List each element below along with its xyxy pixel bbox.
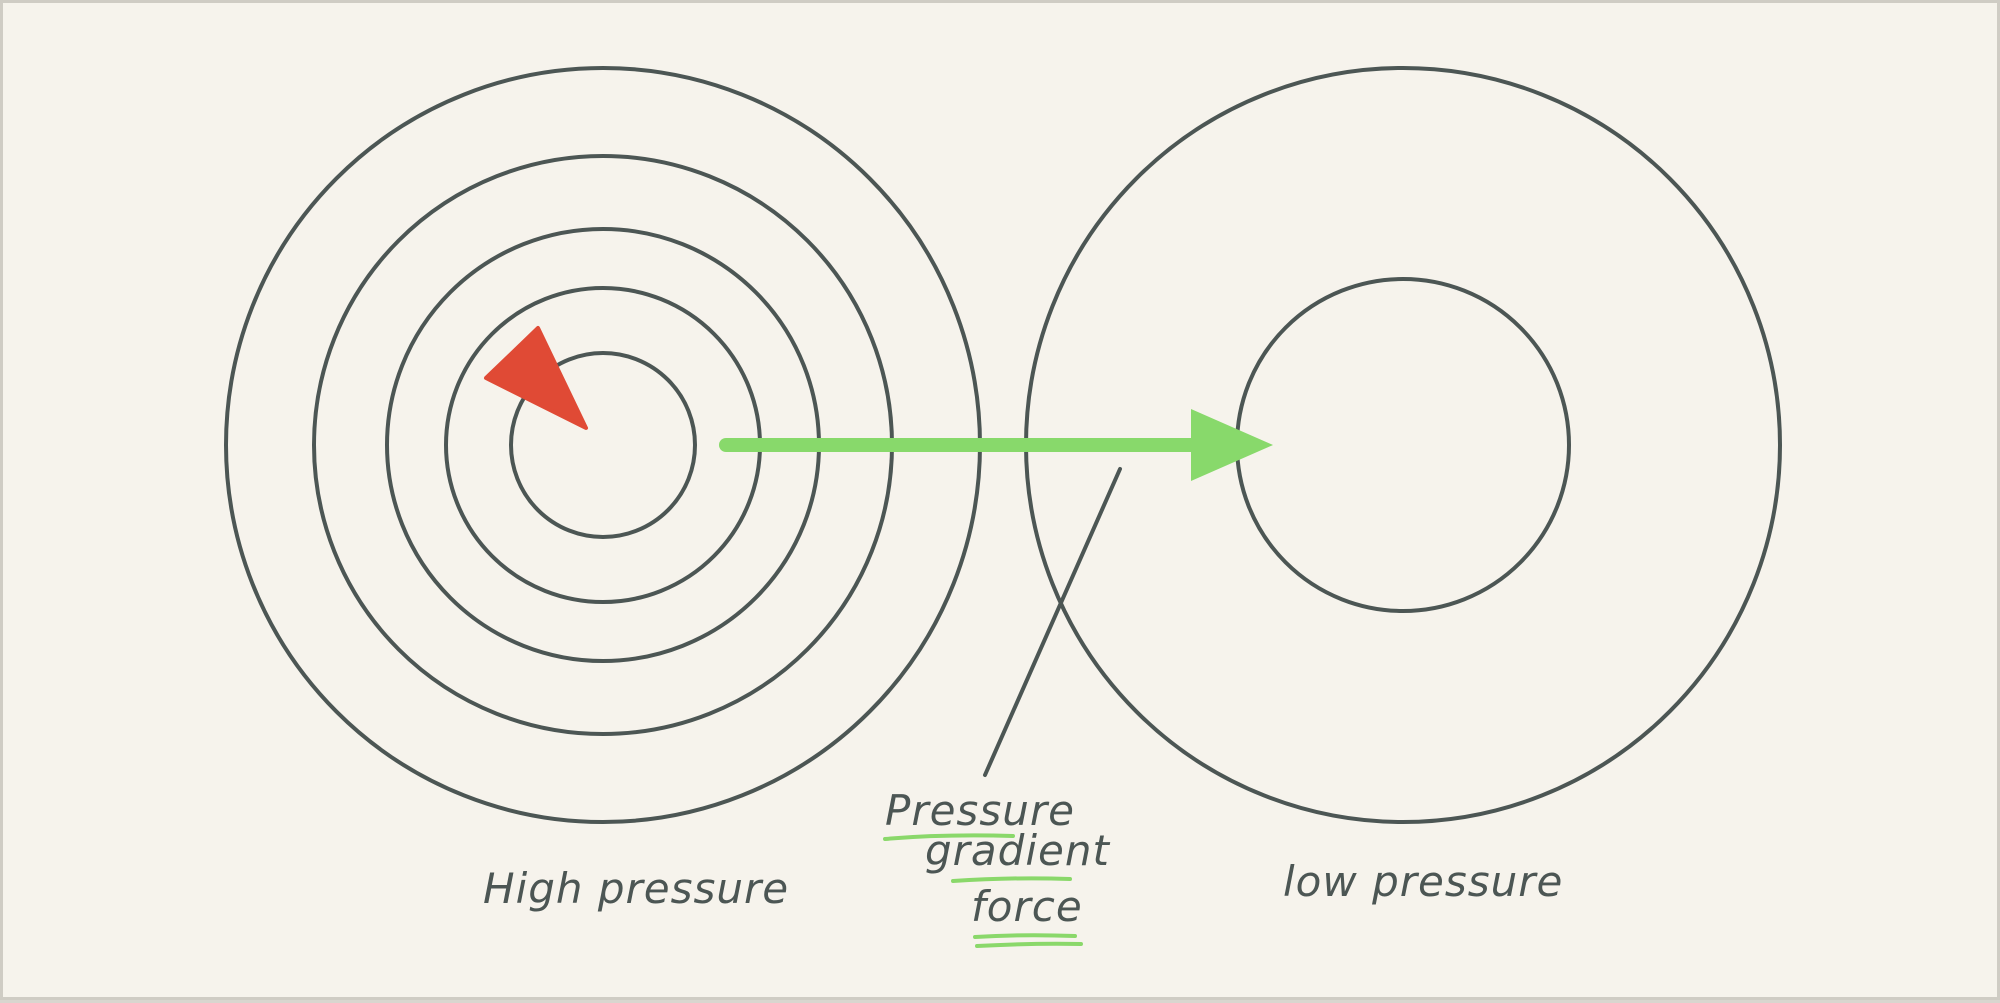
label-pointer-line <box>983 467 1122 777</box>
high-pressure-label: High pressure <box>483 864 789 913</box>
pressure-gradient-force-arrow <box>719 409 1273 481</box>
high-pressure-isobar-5 <box>509 351 697 539</box>
low-pressure-isobar-2 <box>1235 277 1571 613</box>
underline-force-1 <box>973 933 1077 939</box>
low-pressure-label: low pressure <box>1283 857 1563 906</box>
force-label-line2: gradient <box>925 826 1110 875</box>
green-arrow-head-icon <box>1191 409 1273 481</box>
pressure-diagram: High pressure low pressure Pressure grad… <box>224 66 1782 948</box>
underline-force-2 <box>975 941 1083 948</box>
force-label-line3: force <box>971 882 1083 931</box>
red-triangle-arrow-icon <box>484 326 588 430</box>
high-pressure-isobar-4 <box>444 286 762 604</box>
label-underlines <box>883 833 1083 948</box>
force-label-line1: Pressure <box>885 786 1075 835</box>
underline-pressure <box>883 833 1015 841</box>
underline-gradient <box>951 876 1072 883</box>
